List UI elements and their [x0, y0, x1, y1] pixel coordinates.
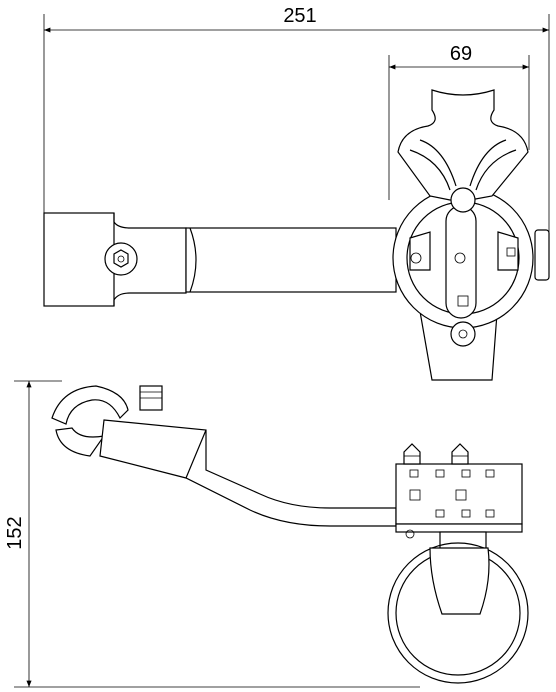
side-nuts	[403, 443, 469, 465]
top-bolt-head	[104, 242, 138, 276]
top-clamp-housing	[392, 89, 534, 381]
top-end-cap	[534, 229, 550, 281]
top-view	[43, 89, 550, 381]
dimension-label-height: 152	[4, 516, 26, 549]
side-top-bolt	[139, 385, 163, 411]
side-left-clamp	[51, 385, 129, 457]
side-ring-clamp	[387, 529, 529, 684]
plate-slots	[409, 469, 495, 518]
dimension-label-width: 69	[450, 43, 472, 65]
dimension-clamp-width: 69	[388, 43, 530, 200]
top-tube	[185, 227, 397, 293]
dimension-overall-height: 152	[4, 380, 420, 688]
top-clamp-block	[43, 212, 187, 307]
side-mount-plate	[395, 463, 523, 533]
side-bent-arm	[99, 419, 397, 527]
side-view	[51, 385, 529, 684]
dimension-label-length: 251	[283, 5, 316, 27]
